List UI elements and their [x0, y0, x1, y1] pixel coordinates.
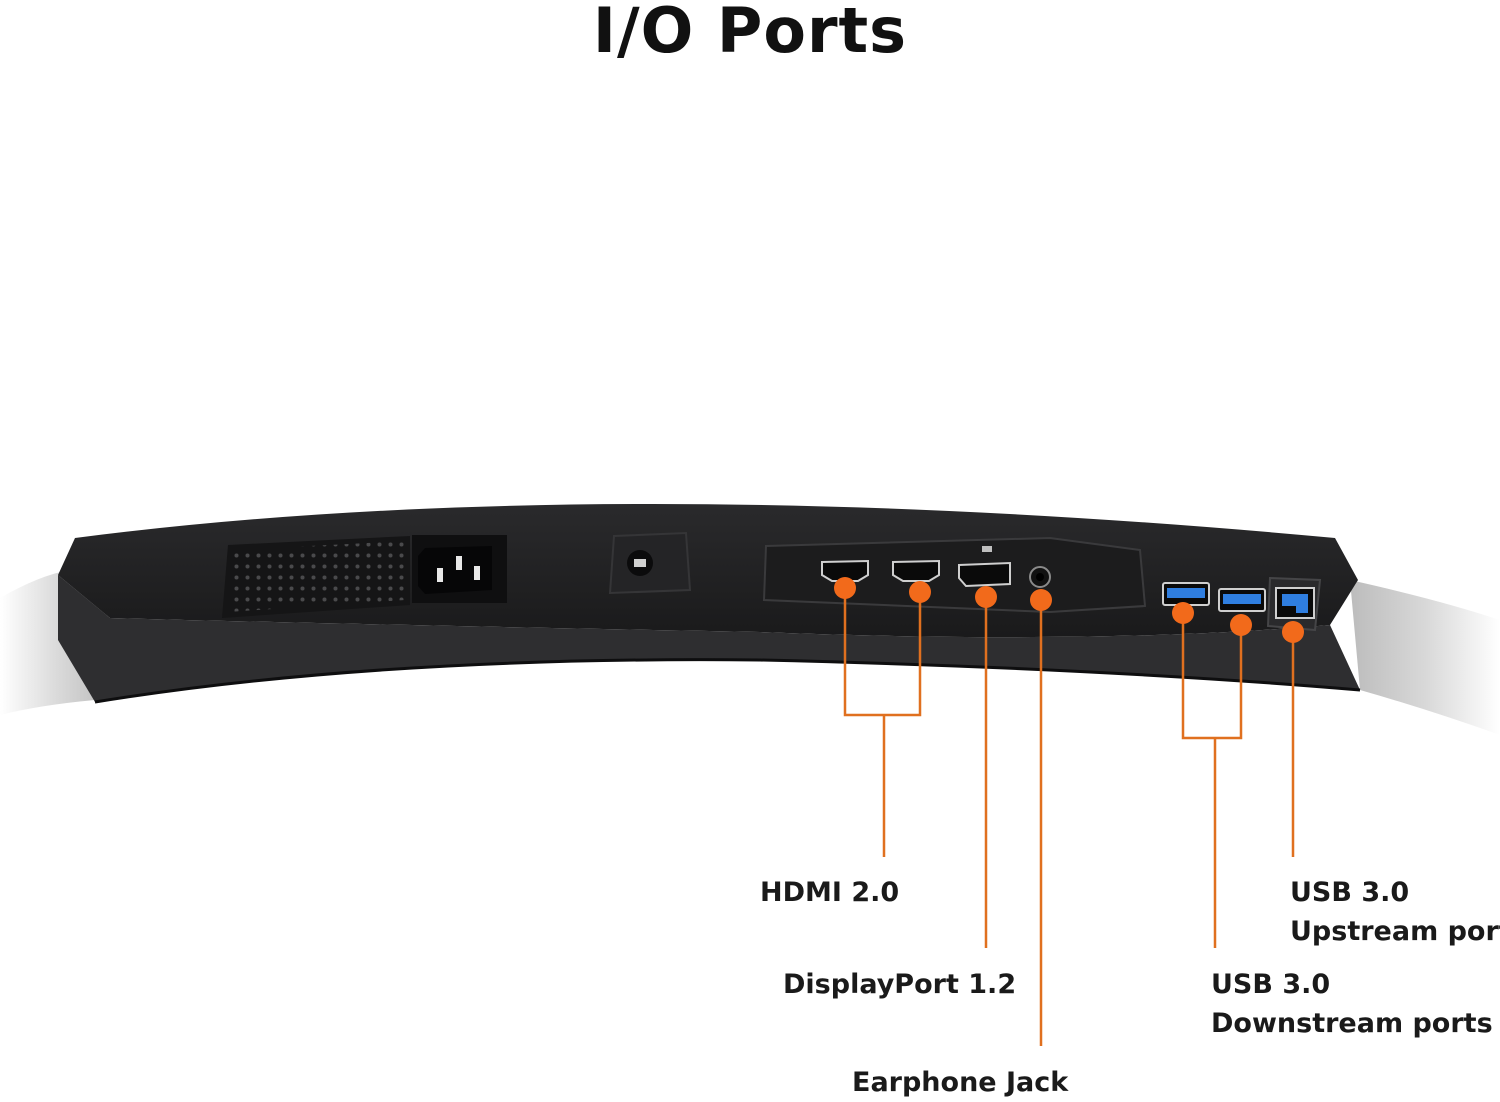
callout-dot-earphone: [1030, 589, 1052, 611]
callout-dots: [834, 577, 1304, 643]
callout-line-hdmi: [843, 588, 922, 717]
earphone-jack-icon: [1029, 566, 1051, 588]
monitor-lip: [58, 575, 1360, 702]
usb-downstream-port-icon: [1218, 588, 1266, 612]
callout-dot-usb-down-1: [1172, 602, 1194, 624]
label-usb-upstream-line2: Upstream port: [1290, 916, 1500, 947]
label-usb-upstream: USB 3.0 Upstream port: [1290, 873, 1500, 951]
hdmi-port-icon: [821, 559, 869, 582]
label-hdmi: HDMI 2.0: [760, 873, 899, 912]
usb-upstream-port-icon: [1266, 576, 1322, 632]
callout-dot-usb-up: [1282, 621, 1304, 643]
label-displayport-text: DisplayPort 1.2: [783, 969, 1017, 1000]
label-usb-downstream: USB 3.0 Downstream ports: [1211, 965, 1493, 1043]
callout-dot-hdmi-1: [834, 577, 856, 599]
monitor-edge-right: [1350, 580, 1500, 735]
label-usb-downstream-line2: Downstream ports: [1211, 1008, 1493, 1039]
callout-dot-usb-down-2: [1230, 614, 1252, 636]
label-hdmi-text: HDMI 2.0: [760, 877, 900, 908]
callout-line-usb-down: [1181, 613, 1243, 740]
usb-downstream-port-icon: [1162, 582, 1210, 606]
power-connector-icon: [412, 535, 507, 603]
label-usb-downstream-line1: USB 3.0: [1211, 969, 1331, 1000]
displayport-icon: [958, 546, 1011, 588]
label-displayport: DisplayPort 1.2: [783, 965, 1016, 1004]
speaker-grille-icon: [222, 536, 410, 618]
label-earphone-text: Earphone Jack: [852, 1067, 1069, 1098]
page-title: I/O Ports: [592, 0, 908, 67]
label-earphone: Earphone Jack: [852, 1063, 1068, 1102]
callout-lines: [843, 588, 1295, 1046]
lock-slot-icon: [608, 531, 692, 595]
hdmi-port-icon: [892, 559, 940, 582]
callout-dot-hdmi-2: [909, 581, 931, 603]
label-usb-upstream-line1: USB 3.0: [1290, 877, 1410, 908]
callout-dot-displayport: [975, 586, 997, 608]
